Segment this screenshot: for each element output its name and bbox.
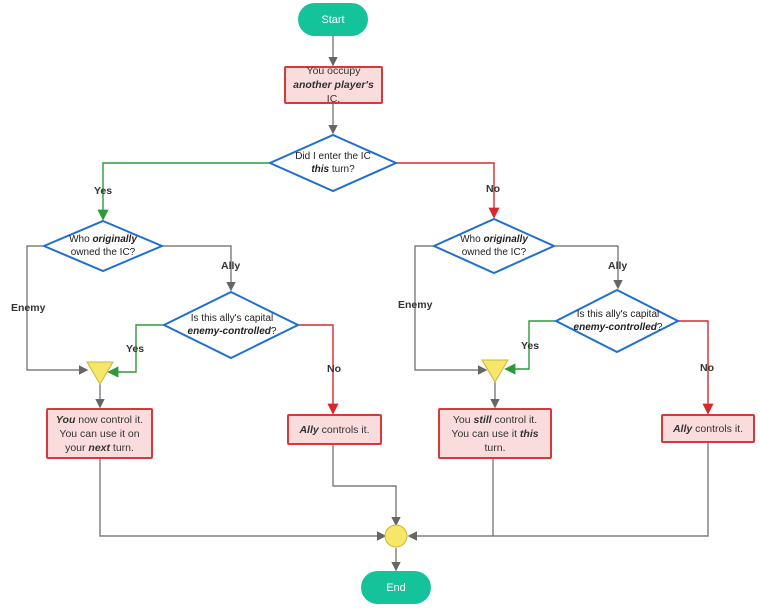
edge-l-you-end [99, 459, 387, 541]
occupy-text: You occupy another player's IC. [293, 65, 374, 105]
decision-right-who-diamond [431, 217, 557, 275]
decision-right-capital-text: Is this ally's capital enemy-controlled? [573, 309, 663, 333]
edge-right-enemy [414, 245, 488, 375]
right-result-you: You still control it. You can use it thi… [438, 408, 552, 459]
end-label: End [386, 581, 406, 594]
decision-right-who-text: Who originally owned the IC? [460, 234, 528, 258]
edge-right-cap-no [678, 320, 714, 415]
label-left-cap-no: No [327, 363, 341, 375]
label-left-cap-yes: Yes [126, 343, 145, 355]
label-right-cap-yes: Yes [521, 340, 540, 352]
label-right-enemy: Enemy [398, 299, 433, 311]
edge-right-cap-yes [504, 320, 556, 375]
label-yes-enter: Yes [94, 185, 113, 197]
start-terminal: Start [298, 3, 368, 36]
end-terminal: End [361, 571, 431, 604]
label-right-cap-no: No [700, 362, 714, 374]
decision-left-who-diamond [41, 219, 165, 273]
occupy-process: You occupy another player's IC. [284, 65, 383, 105]
merge-end-circle [384, 524, 408, 548]
edge-enter-yes [97, 162, 270, 221]
merge-left-triangle [86, 361, 114, 385]
label-left-ally: Ally [221, 260, 241, 272]
left-result-you: You now control it. You can use it on yo… [46, 408, 153, 459]
edge-left-cap-yes [107, 324, 164, 378]
edge-r-you-end [407, 459, 494, 541]
decision-left-capital-text: Is this ally's capital enemy-controlled? [187, 313, 277, 337]
decision-enter-diamond [267, 133, 399, 193]
edge-left-cap-no [298, 324, 339, 415]
label-right-ally: Ally [608, 260, 628, 272]
decision-enter-text: Did I enter the IC this turn? [295, 151, 371, 175]
edge-left-enemy [26, 245, 89, 375]
decision-left-who-text: Who originally owned the IC? [69, 234, 137, 258]
left-result-ally: Ally controls it. [287, 414, 382, 445]
label-left-enemy: Enemy [11, 302, 46, 314]
edge-l-ally-end [332, 445, 401, 527]
decision-left-capital-diamond [161, 290, 301, 360]
decision-right-capital-diamond [553, 288, 681, 354]
start-label: Start [321, 13, 345, 26]
label-no-enter: No [486, 183, 500, 195]
edge-enter-no [396, 162, 500, 219]
edge-right-ally [554, 245, 623, 290]
right-result-ally: Ally controls it. [661, 414, 755, 443]
edge-r-ally-end [493, 443, 709, 537]
merge-right-triangle [481, 359, 509, 383]
edge-left-ally [162, 245, 236, 292]
